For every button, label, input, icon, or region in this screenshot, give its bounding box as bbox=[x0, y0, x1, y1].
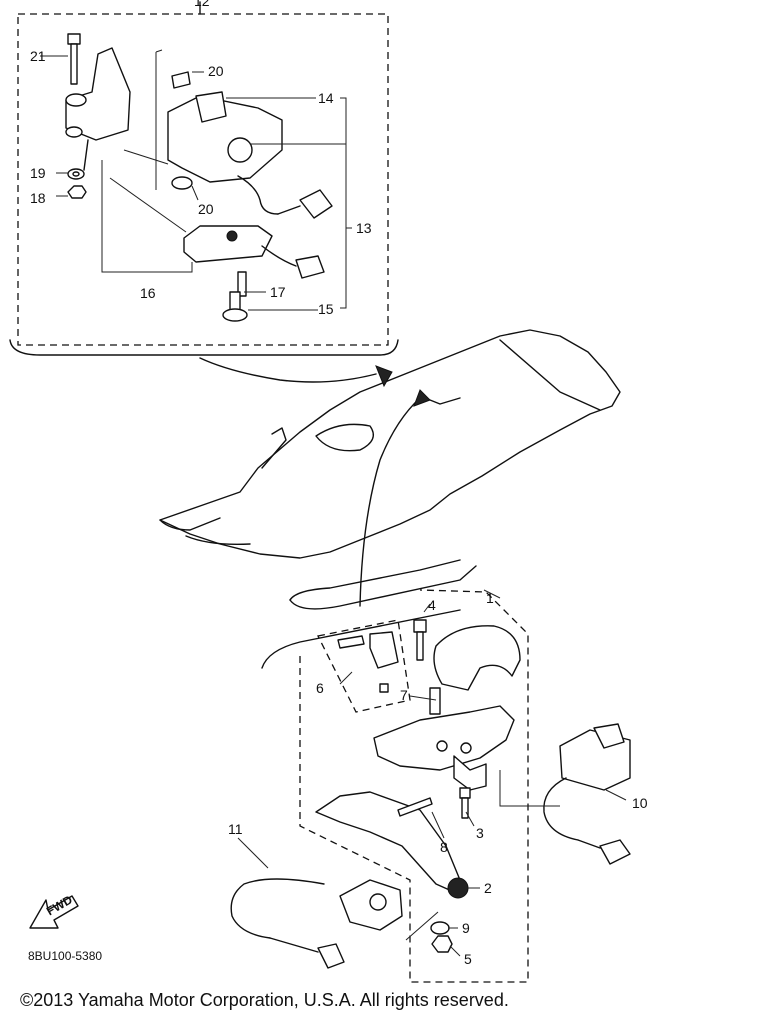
callout-12: 12 bbox=[194, 0, 210, 9]
callout-8: 8 bbox=[440, 839, 448, 855]
callout-7: 7 bbox=[400, 687, 408, 703]
fwd-arrow-icon: FWD bbox=[29, 892, 79, 929]
callout-20-top: 20 bbox=[208, 63, 224, 79]
nut-part-18 bbox=[67, 185, 87, 199]
diagram-code: 8BU100-5380 bbox=[28, 949, 102, 963]
bushing-part-7 bbox=[429, 687, 441, 715]
callout-2: 2 bbox=[484, 880, 492, 896]
callout-1: 1 bbox=[486, 590, 494, 606]
location-arrow-lower bbox=[359, 389, 431, 607]
grommet-part-20-bottom bbox=[171, 176, 193, 190]
detail-inset bbox=[9, 1, 399, 356]
bracket-part bbox=[65, 47, 131, 171]
callout-13: 13 bbox=[356, 220, 372, 236]
callout-19: 19 bbox=[30, 165, 46, 181]
leader-lines-top bbox=[40, 49, 352, 311]
callout-17: 17 bbox=[270, 284, 286, 300]
callout-9: 9 bbox=[462, 920, 470, 936]
switch-part-10 bbox=[543, 723, 631, 865]
screw-part-15 bbox=[222, 291, 248, 322]
callout-6: 6 bbox=[316, 680, 324, 696]
screw-part-8 bbox=[397, 797, 433, 817]
relay-part-14 bbox=[167, 91, 333, 219]
location-arrow-upper bbox=[199, 357, 393, 388]
grommet-part-20-top bbox=[171, 71, 191, 89]
screw-part-17 bbox=[237, 271, 247, 297]
leader-lines-bottom bbox=[237, 589, 627, 957]
callout-20-bottom: 20 bbox=[198, 201, 214, 217]
cover-part bbox=[433, 625, 521, 691]
callout-4: 4 bbox=[428, 597, 436, 613]
nut-part-5 bbox=[431, 935, 453, 953]
sensor-part-16 bbox=[183, 225, 325, 279]
washer-part-19 bbox=[67, 168, 85, 180]
callout-15: 15 bbox=[318, 301, 334, 317]
callout-11: 11 bbox=[228, 821, 243, 837]
bolt-part-4 bbox=[413, 619, 427, 661]
lever-holder-part bbox=[373, 705, 515, 791]
callout-3: 3 bbox=[476, 825, 484, 841]
callout-14: 14 bbox=[318, 90, 334, 106]
screw-part-3 bbox=[459, 787, 471, 819]
callout-16: 16 bbox=[140, 285, 156, 301]
washer-part-9 bbox=[430, 921, 450, 935]
copyright-notice: ©2013 Yamaha Motor Corporation, U.S.A. A… bbox=[20, 990, 509, 1010]
callout-18: 18 bbox=[30, 190, 46, 206]
callout-10: 10 bbox=[632, 795, 648, 811]
boot-assembly-6 bbox=[317, 619, 411, 713]
callout-21: 21 bbox=[30, 48, 46, 64]
sensor-part-11 bbox=[230, 878, 403, 969]
separator-line bbox=[261, 609, 461, 669]
bolt-part-21 bbox=[67, 33, 81, 85]
lever-part-2 bbox=[315, 791, 469, 899]
callout-5: 5 bbox=[464, 951, 472, 967]
